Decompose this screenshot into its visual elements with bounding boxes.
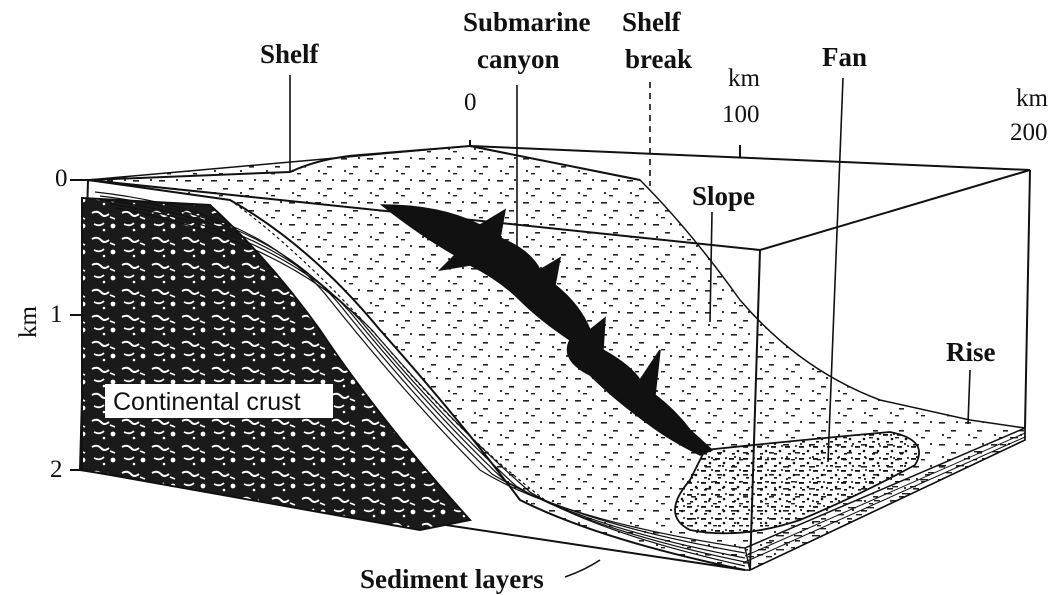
label-shelf-break-line2: break bbox=[625, 44, 692, 74]
label-submarine-canyon-line2: canyon bbox=[477, 44, 560, 74]
distance-unit-100: km bbox=[728, 65, 761, 92]
label-fan: Fan bbox=[822, 42, 867, 72]
distance-tick-0: 0 bbox=[464, 89, 477, 116]
distance-unit-200: km bbox=[1016, 85, 1049, 112]
distance-tick-200: 200 bbox=[1010, 119, 1048, 146]
label-shelf-break-line1: Shelf bbox=[622, 7, 682, 37]
distance-tick-100: 100 bbox=[722, 101, 760, 128]
label-submarine-canyon-line1: Submarine bbox=[463, 7, 591, 37]
label-shelf: Shelf bbox=[260, 39, 320, 69]
continental-crust-label: Continental crust bbox=[105, 384, 333, 418]
depth-tick-1: 1 bbox=[50, 301, 63, 328]
label-slope: Slope bbox=[692, 181, 755, 211]
depth-tick-0: 0 bbox=[55, 165, 68, 192]
label-continental-crust: Continental crust bbox=[113, 388, 301, 416]
depth-axis-unit: km bbox=[15, 305, 42, 338]
label-sediment-layers: Sediment layers bbox=[360, 564, 544, 594]
depth-tick-2: 2 bbox=[50, 456, 63, 483]
distance-axis: 0 km 100 km 200 bbox=[464, 65, 1049, 146]
depth-axis: 0 1 2 km bbox=[15, 165, 88, 483]
label-rise: Rise bbox=[946, 337, 996, 367]
